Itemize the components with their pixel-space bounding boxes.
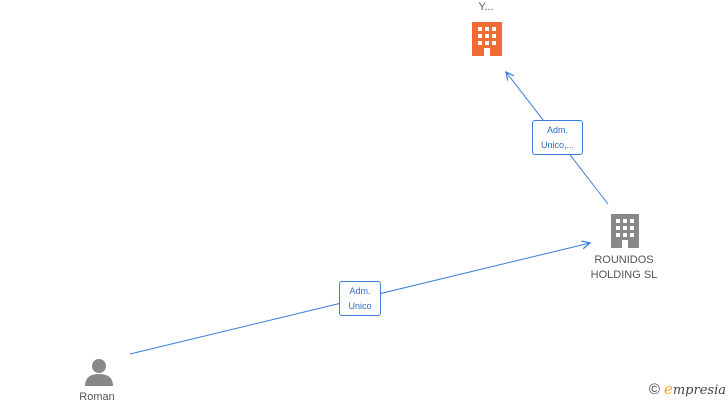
edge-label-line: Adm. [546, 125, 568, 135]
edge-label-line: Unico [348, 301, 372, 311]
edge-label-line: Unico,... [540, 140, 574, 150]
copyright-symbol: © [648, 381, 660, 398]
brand-initial: e [663, 380, 673, 398]
node-label-roman[interactable]: Roman [79, 391, 115, 403]
node-label-line: HOLDING SL [590, 269, 658, 281]
building-icon[interactable] [472, 22, 502, 56]
edge-label-roman-to-rounidos[interactable]: Adm. Unico [339, 281, 381, 316]
building-icon[interactable] [611, 214, 639, 248]
brand-name: mpresia [672, 383, 726, 398]
edge-label-line: Adm. [349, 286, 371, 296]
node-label-line: ROUNIDOS [594, 254, 654, 266]
node-label-top-company[interactable]: Y... [478, 1, 494, 13]
edge-label-rounidos-to-top[interactable]: Adm. Unico,... [532, 120, 583, 155]
person-icon[interactable] [85, 359, 113, 386]
node-label-rounidos[interactable]: ROUNIDOS HOLDING SL [574, 253, 674, 283]
empresia-logo: ©empresia [649, 380, 726, 398]
